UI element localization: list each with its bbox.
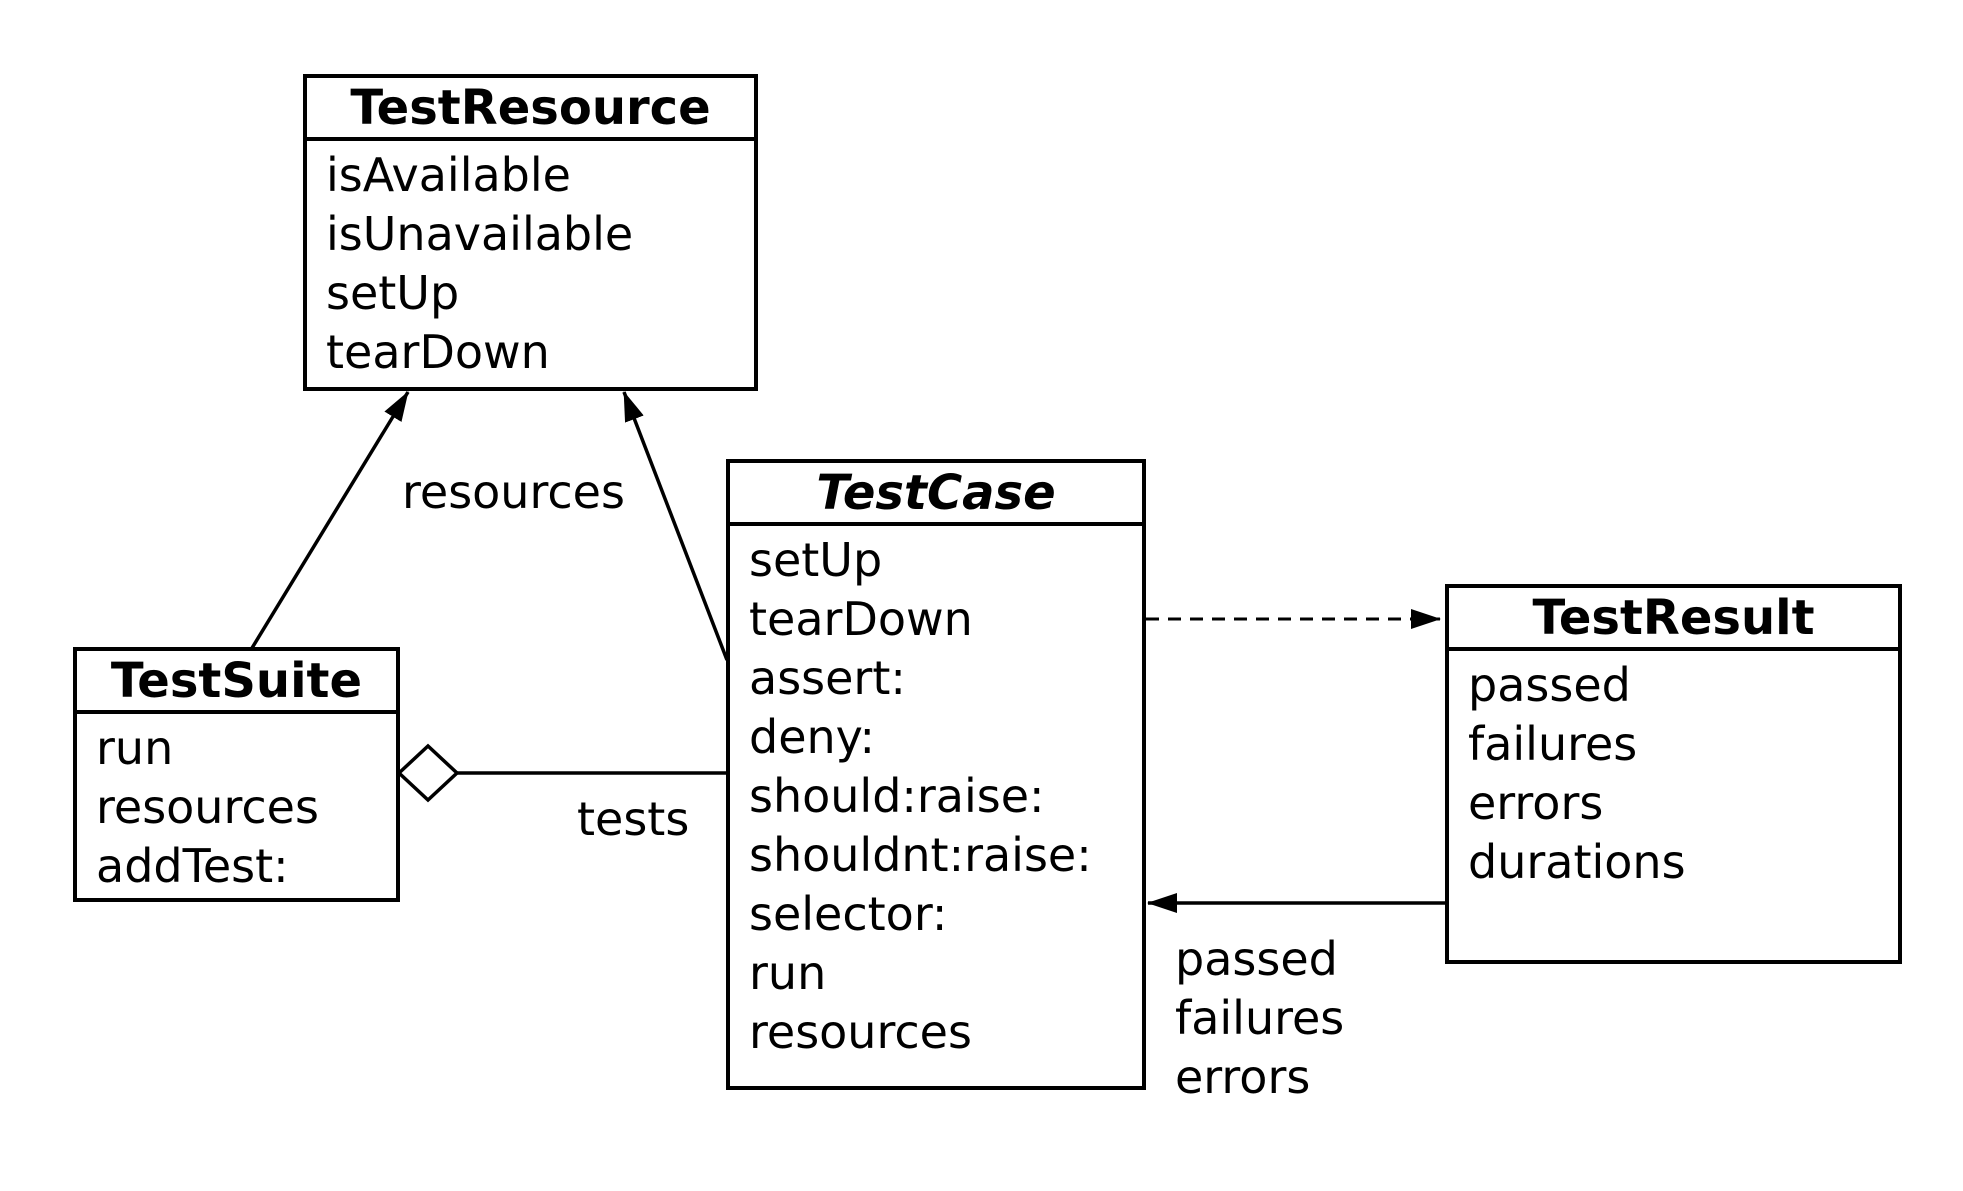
member-failures: failures <box>1468 717 1638 771</box>
member-shouldnt-raise: shouldnt:raise: <box>749 828 1092 882</box>
member-set-up: setUp <box>326 266 460 320</box>
class-test-suite: TestSuite run resources addTest: <box>73 647 400 902</box>
class-test-resource: TestResource isAvailable isUnavailable s… <box>303 74 758 391</box>
member-assert: assert: <box>749 651 906 705</box>
member-resources: resources <box>749 1005 972 1059</box>
member-set-up: setUp <box>749 533 883 587</box>
member-passed: passed <box>1468 658 1631 712</box>
label-result-failures: failures <box>1175 991 1345 1045</box>
member-is-unavailable: isUnavailable <box>326 207 634 261</box>
member-resources: resources <box>96 780 319 834</box>
label-result-errors: errors <box>1175 1050 1311 1104</box>
member-add-test: addTest: <box>96 839 289 893</box>
member-run: run <box>749 946 827 1000</box>
suite-to-resource-arrow <box>250 391 410 649</box>
member-tear-down: tearDown <box>326 325 550 379</box>
class-test-result-title: TestResult <box>1449 588 1898 651</box>
member-should-raise: should:raise: <box>749 769 1045 823</box>
class-test-suite-members: run resources addTest: <box>77 714 396 896</box>
member-errors: errors <box>1468 776 1604 830</box>
class-test-case-members: setUp tearDown assert: deny: should:rais… <box>730 526 1142 1062</box>
case-to-resource-arrow <box>622 391 729 661</box>
member-selector: selector: <box>749 887 948 941</box>
class-test-case: TestCase setUp tearDown assert: deny: sh… <box>726 459 1146 1090</box>
label-result-passed: passed <box>1175 932 1338 986</box>
class-test-resource-title: TestResource <box>307 78 754 141</box>
label-resources: resources <box>402 465 625 519</box>
member-is-available: isAvailable <box>326 148 571 202</box>
class-test-resource-members: isAvailable isUnavailable setUp tearDown <box>307 141 754 382</box>
class-test-result: TestResult passed failures errors durati… <box>1445 584 1902 964</box>
class-test-case-title: TestCase <box>730 463 1142 526</box>
member-durations: durations <box>1468 835 1686 889</box>
member-tear-down: tearDown <box>749 592 973 646</box>
class-test-result-members: passed failures errors durations <box>1449 651 1898 892</box>
member-deny: deny: <box>749 710 876 764</box>
class-test-suite-title: TestSuite <box>77 651 396 714</box>
aggregation-diamond-icon <box>396 743 460 803</box>
label-tests: tests <box>577 792 690 846</box>
member-run: run <box>96 721 174 775</box>
